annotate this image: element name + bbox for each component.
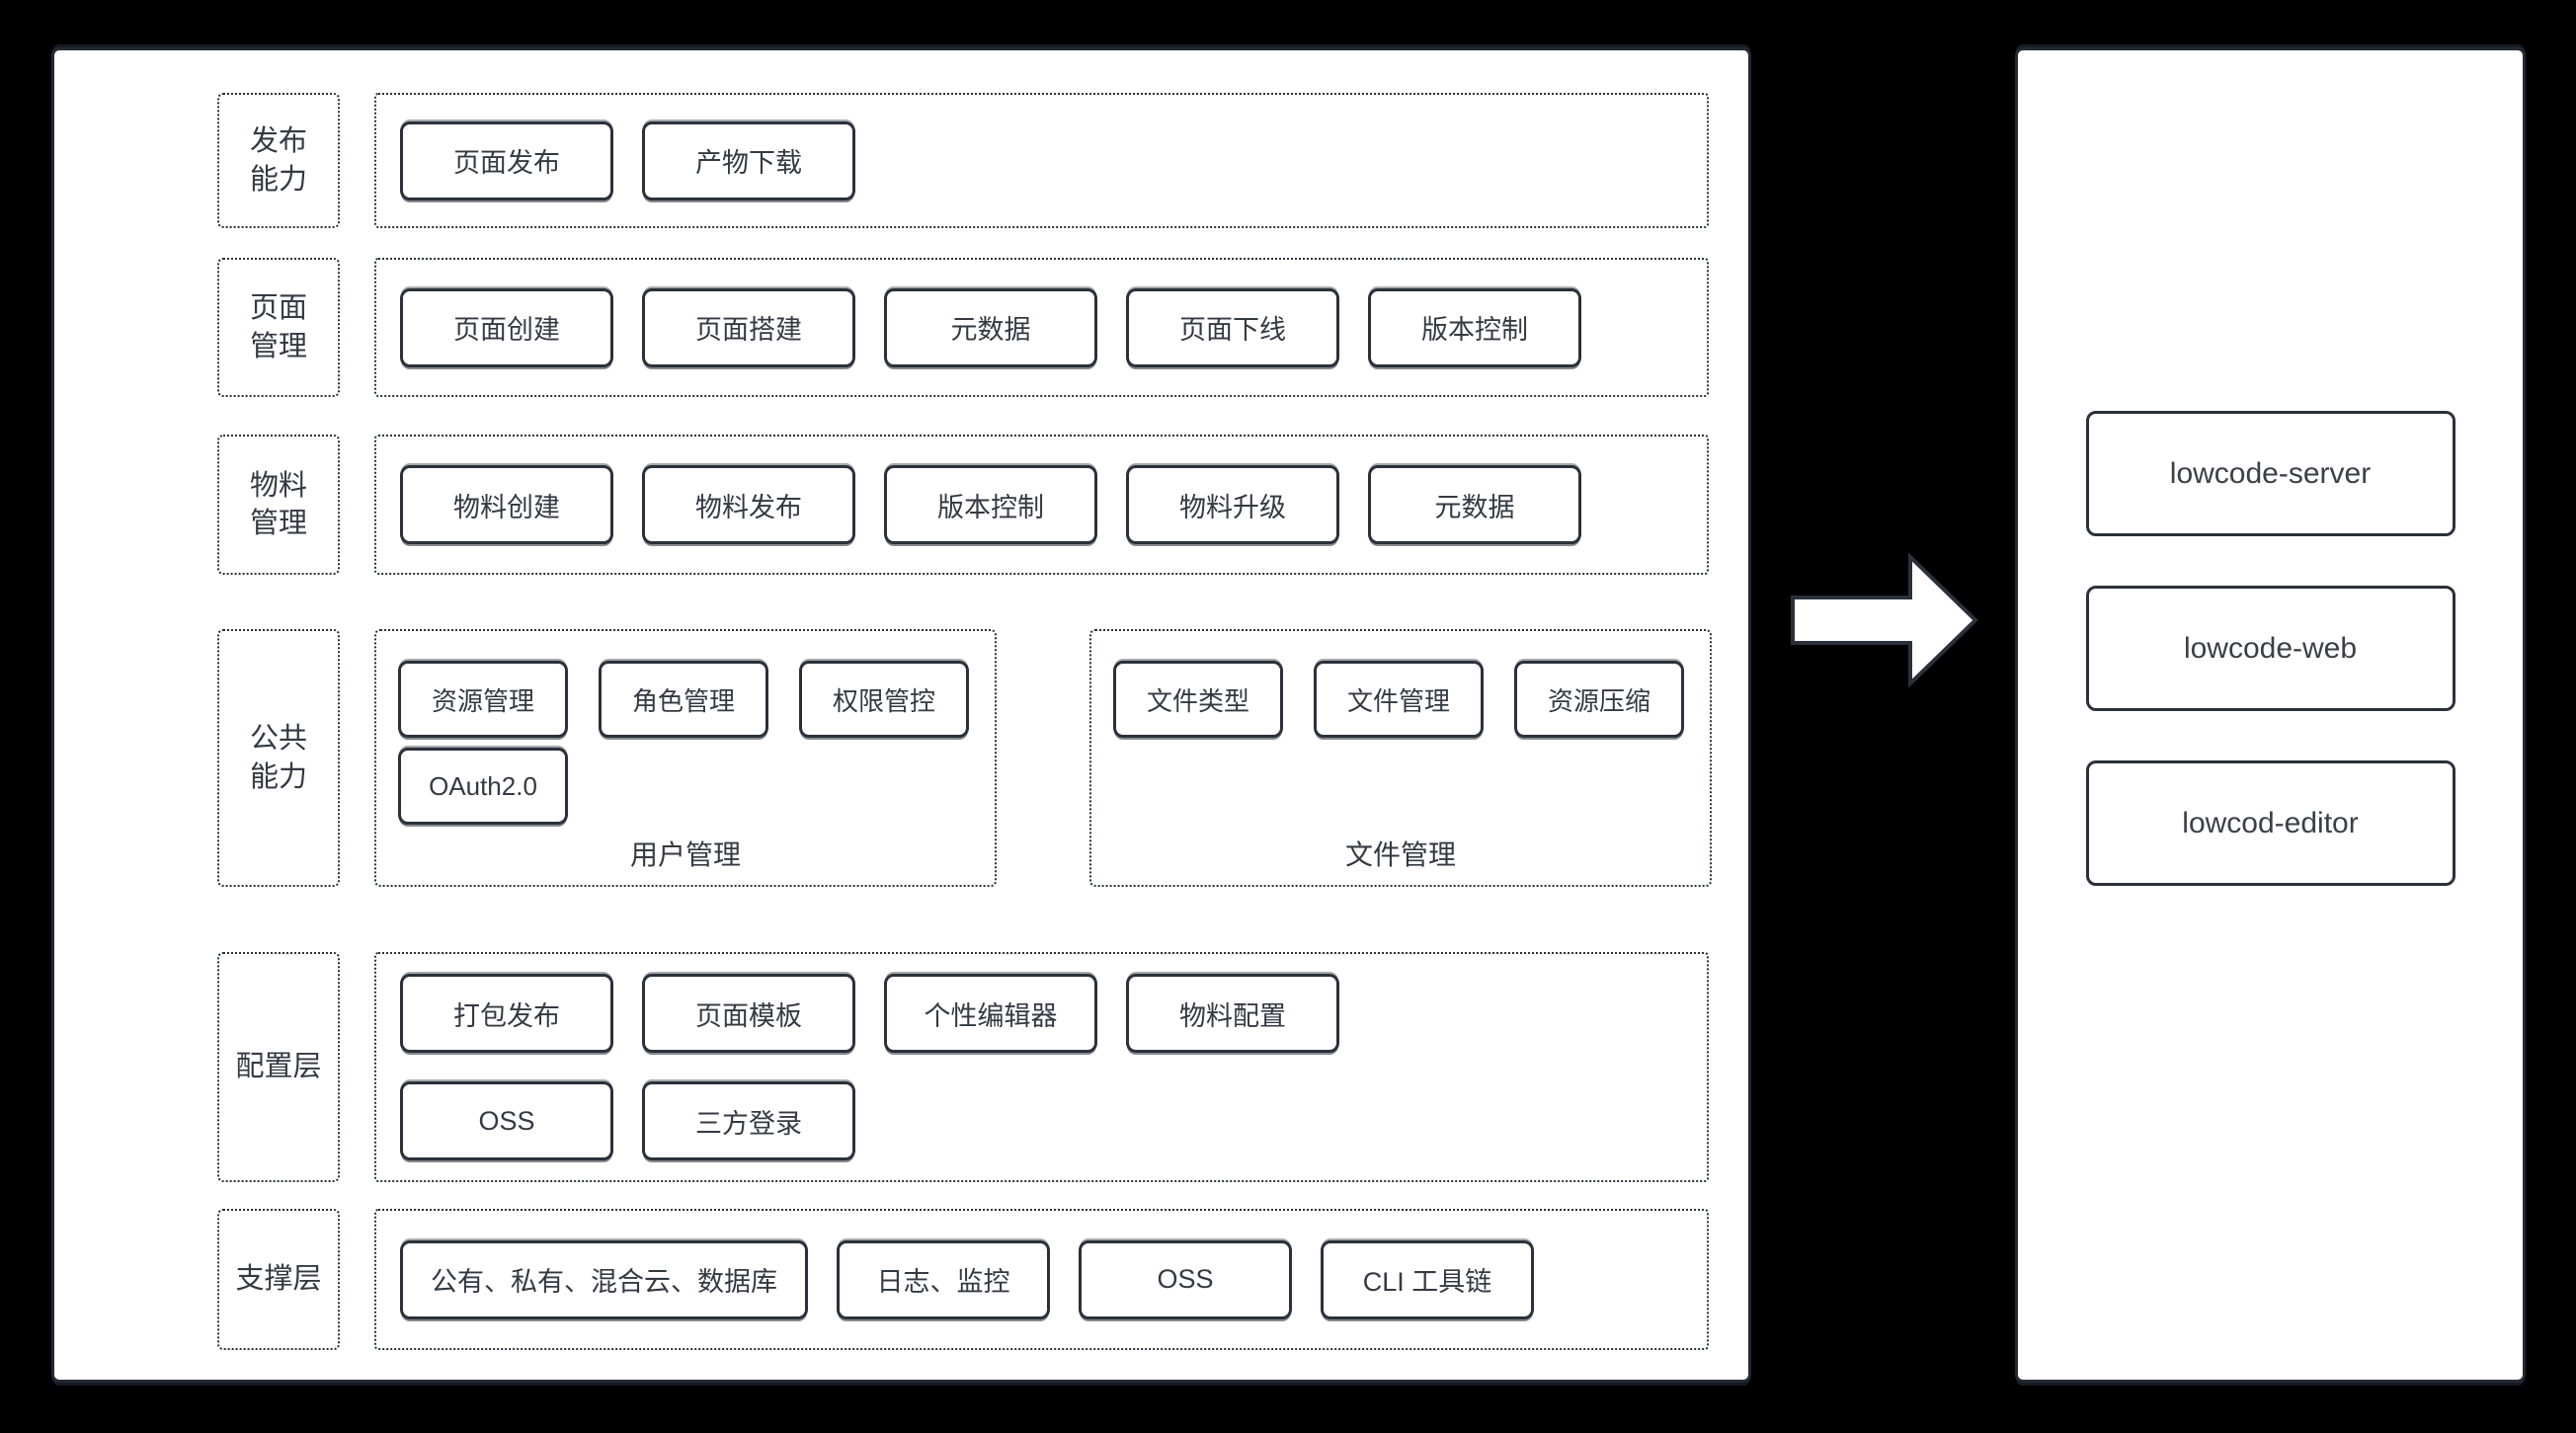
feature-box-resource-mgmt: 资源管理 (398, 661, 568, 738)
layer-content-support: 公有、私有、混合云、数据库 日志、监控 OSS CLI 工具链 (374, 1209, 1709, 1350)
config-button-row: OSS 三方登录 (400, 1081, 855, 1160)
feature-box-metadata: 元数据 (1368, 465, 1581, 544)
feature-box-file-mgmt: 文件管理 (1314, 661, 1484, 738)
feature-box-permission-control: 权限管控 (799, 661, 969, 738)
feature-box-material-publish: 物料发布 (642, 465, 855, 544)
layer-label-config: 配置层 (217, 952, 340, 1182)
layer-label-common: 公共 能力 (217, 629, 340, 887)
layer-row-material: 物料 管理 物料创建 物料发布 版本控制 物料升级 元数据 (217, 435, 1748, 575)
feature-box-log-monitor: 日志、监控 (837, 1239, 1050, 1319)
feature-box-version-control: 版本控制 (1368, 287, 1581, 367)
feature-box-version-control: 版本控制 (884, 465, 1097, 544)
feature-box-resource-compress: 资源压缩 (1514, 661, 1684, 738)
group-button-row: 资源管理 角色管理 权限管控 (398, 661, 995, 738)
layer-content-publish: 页面发布 产物下载 (374, 93, 1709, 228)
layer-row-publish: 发布 能力 页面发布 产物下载 (217, 93, 1748, 228)
feature-box-custom-editor: 个性编辑器 (884, 974, 1097, 1053)
layer-label-publish: 发布 能力 (217, 93, 340, 228)
right-arrow-icon (1791, 552, 1978, 688)
group-title-file-management: 文件管理 (1344, 839, 1456, 870)
feature-box-package-publish: 打包发布 (400, 974, 613, 1053)
feature-box-role-mgmt: 角色管理 (599, 661, 768, 738)
feature-box-page-template: 页面模板 (642, 974, 855, 1053)
feature-box-page-publish: 页面发布 (400, 120, 613, 200)
layer-label-page: 页面 管理 (217, 258, 340, 397)
layer-row-config: 配置层 打包发布 页面模板 个性编辑器 物料配置 OSS 三方登录 (217, 952, 1748, 1182)
feature-box-artifact-download: 产物下载 (642, 120, 855, 200)
feature-box-oss: OSS (400, 1081, 613, 1160)
layer-row-common: 公共 能力 资源管理 角色管理 权限管控 OAuth2.0 用户管理 文件类型 (217, 629, 1748, 887)
feature-box-oauth: OAuth2.0 (398, 748, 568, 825)
capability-panel: 发布 能力 页面发布 产物下载 页面 管理 页面创建 页面搭建 元数据 页面下线… (51, 47, 1751, 1383)
feature-box-cloud-database: 公有、私有、混合云、数据库 (400, 1239, 808, 1319)
feature-box-oss: OSS (1079, 1239, 1292, 1319)
feature-box-metadata: 元数据 (884, 287, 1097, 367)
layer-content-config: 打包发布 页面模板 个性编辑器 物料配置 OSS 三方登录 (374, 952, 1709, 1182)
layer-label-support: 支撑层 (217, 1209, 340, 1350)
group-user-management: 资源管理 角色管理 权限管控 OAuth2.0 用户管理 (374, 629, 997, 887)
feature-box-third-party-login: 三方登录 (642, 1081, 855, 1160)
layer-row-page: 页面 管理 页面创建 页面搭建 元数据 页面下线 版本控制 (217, 258, 1748, 397)
feature-box-material-create: 物料创建 (400, 465, 613, 544)
group-file-management: 文件类型 文件管理 资源压缩 文件管理 (1089, 629, 1712, 887)
layer-content-material: 物料创建 物料发布 版本控制 物料升级 元数据 (374, 435, 1709, 575)
layer-label-material: 物料 管理 (217, 435, 340, 575)
component-box-lowcode-server: lowcode-server (2085, 411, 2455, 536)
layer-content-page: 页面创建 页面搭建 元数据 页面下线 版本控制 (374, 258, 1709, 397)
feature-box-cli-toolchain: CLI 工具链 (1321, 1239, 1534, 1319)
component-panel: lowcode-server lowcode-web lowcod-editor (2015, 47, 2526, 1383)
component-box-lowcod-editor: lowcod-editor (2085, 760, 2455, 886)
feature-box-page-offline: 页面下线 (1126, 287, 1339, 367)
group-button-row: OAuth2.0 (398, 748, 995, 825)
feature-box-material-config: 物料配置 (1126, 974, 1339, 1053)
group-button-row: 文件类型 文件管理 资源压缩 (1113, 661, 1710, 738)
feature-box-page-create: 页面创建 (400, 287, 613, 367)
feature-box-page-build: 页面搭建 (642, 287, 855, 367)
common-groups: 资源管理 角色管理 权限管控 OAuth2.0 用户管理 文件类型 文件管理 资… (374, 629, 1712, 887)
config-button-row: 打包发布 页面模板 个性编辑器 物料配置 (400, 974, 1339, 1053)
feature-box-material-upgrade: 物料升级 (1126, 465, 1339, 544)
layer-row-support: 支撑层 公有、私有、混合云、数据库 日志、监控 OSS CLI 工具链 (217, 1209, 1748, 1350)
feature-box-file-type: 文件类型 (1113, 661, 1283, 738)
group-title-user-management: 用户管理 (629, 839, 741, 870)
component-box-lowcode-web: lowcode-web (2085, 586, 2455, 711)
